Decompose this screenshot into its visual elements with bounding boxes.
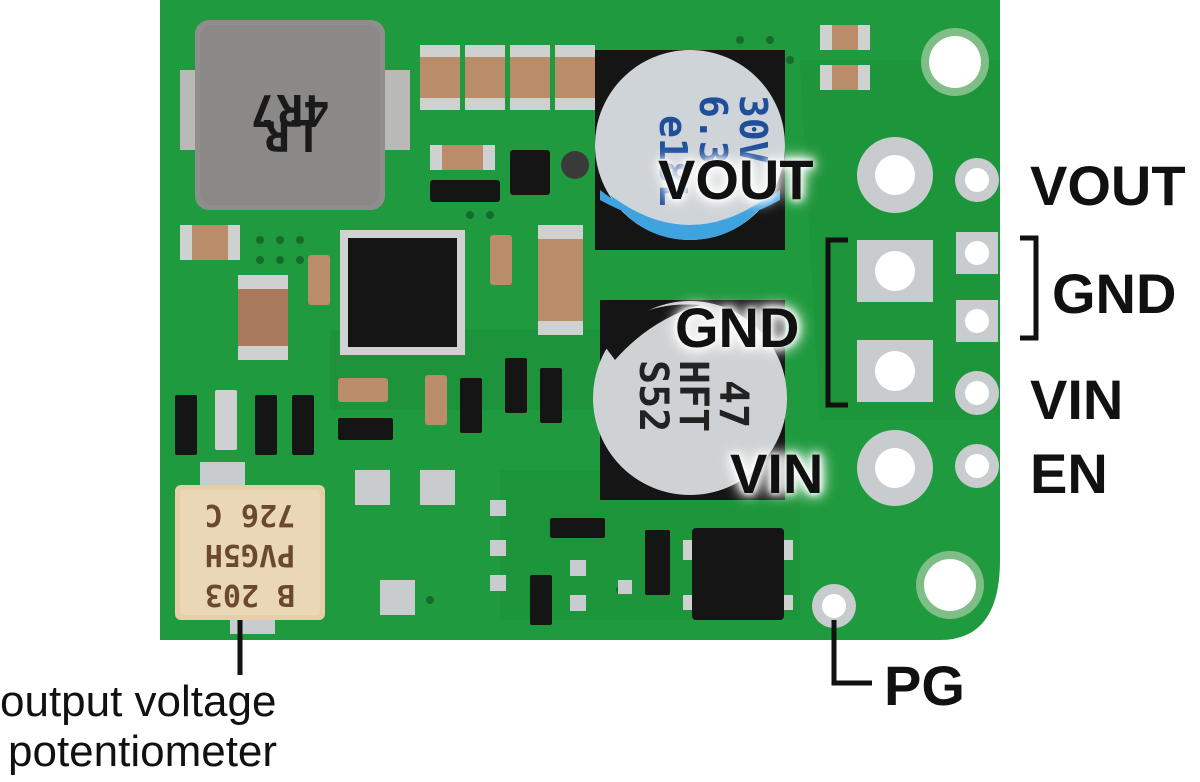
- pot-marking-3: B 203: [205, 577, 295, 612]
- electrolytic-capacitor-top: e18L 6.3 30V: [595, 50, 785, 250]
- inductor-marking-2: LR: [263, 109, 316, 160]
- pg-label: PG: [884, 654, 965, 717]
- vin-large-pad: [857, 430, 933, 506]
- inductor-marking-1: 4R7: [250, 84, 329, 135]
- cap-bottom-marking-2: HFT: [670, 360, 716, 432]
- gnd-large-pad-2: [857, 340, 933, 402]
- mounting-hole-bottom: [916, 551, 984, 619]
- en-label: EN: [1030, 442, 1108, 505]
- vin-right-label: VIN: [1030, 368, 1124, 431]
- vout-right-label: VOUT: [1030, 154, 1186, 217]
- cap-top-marking-3: 30V: [731, 95, 775, 164]
- smd-parts-middle: [180, 150, 589, 425]
- electrolytic-capacitor-bottom: 47 HFT S52: [593, 300, 787, 500]
- cap-bottom-marking-1: 47: [710, 380, 756, 428]
- pg-leader: [831, 620, 872, 686]
- large-pin-holes: [857, 137, 933, 506]
- pot-marking-2: PVG5H: [205, 537, 295, 572]
- capacitor-row-top: [420, 25, 870, 170]
- gnd-right-bracket: [1020, 235, 1039, 341]
- pot-caption-line1: output voltage: [0, 677, 277, 726]
- resistor-row: [175, 358, 670, 625]
- vin-left-label: VIN: [730, 442, 824, 505]
- label-leaders: [237, 235, 1039, 686]
- cap-top-marking-2: 6.3: [691, 95, 735, 164]
- mounting-hole-top: [921, 28, 989, 96]
- vout-left-label: VOUT: [658, 148, 814, 211]
- small-pin-holes: [812, 158, 999, 628]
- inductor: 4R7 LR: [180, 20, 410, 210]
- regulator-ic: [340, 230, 465, 355]
- vout-large-pad: [857, 137, 933, 213]
- cap-top-marking-1: e18L: [651, 115, 695, 207]
- trimmer-potentiometer: 726 C PVG5H B 203: [175, 462, 325, 634]
- pot-marking-1: 726 C: [205, 497, 295, 532]
- gnd-left-bracket: [825, 237, 848, 408]
- pot-caption-line2: potentiometer: [8, 727, 278, 776]
- cap-bottom-marking-3: S52: [630, 360, 676, 432]
- enable-ic: [683, 528, 793, 620]
- gnd-right-label: GND: [1052, 262, 1177, 325]
- gnd-large-pad-1: [857, 240, 933, 302]
- solder-pads: [355, 470, 632, 615]
- gnd-left-label: GND: [675, 296, 800, 359]
